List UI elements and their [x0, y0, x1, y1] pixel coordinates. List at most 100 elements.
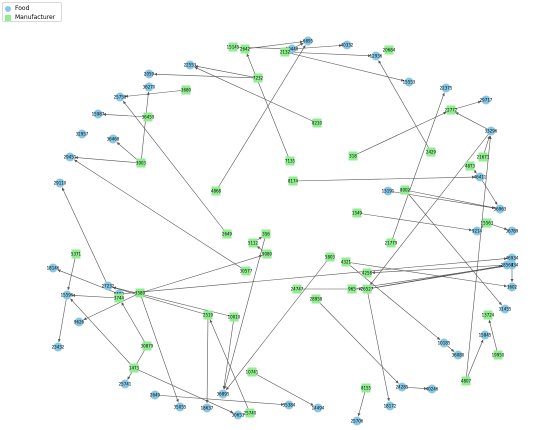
node-m21779[interactable]: 21779 [385, 238, 398, 248]
node-m15145[interactable]: 15145 [227, 42, 240, 52]
node-f2649b[interactable]: 2649 [150, 390, 161, 400]
node-m20684[interactable]: 20684 [383, 45, 396, 55]
node-f40332[interactable]: 40332 [341, 40, 354, 50]
node-m1473[interactable]: 1473 [129, 363, 140, 373]
node-m7232[interactable]: 7232 [253, 73, 264, 83]
node-m9080[interactable]: 9080 [262, 249, 273, 259]
node-f28564[interactable]: 28564 [501, 260, 514, 270]
node-f29717[interactable]: 29717 [480, 95, 493, 105]
node-f25741[interactable]: 25741 [119, 379, 132, 389]
node-m19950[interactable]: 19950 [492, 350, 505, 360]
node-m8174[interactable]: 8174 [288, 176, 299, 186]
node-f3602[interactable]: 3602 [507, 282, 518, 292]
node-f36270[interactable]: 36270 [143, 82, 156, 92]
node-f23432[interactable]: 23432 [52, 342, 65, 352]
node-f36963[interactable]: 36963 [494, 204, 507, 214]
node-m4321[interactable]: 4321 [341, 257, 352, 267]
node-f15845[interactable]: 15845 [479, 330, 492, 340]
node-m318[interactable]: 318 [348, 151, 358, 161]
node-f25706[interactable]: 25706 [351, 416, 364, 426]
node-m10741[interactable]: 10741 [246, 367, 259, 377]
node-m2642[interactable]: 2642 [240, 44, 251, 54]
node-m2429[interactable]: 2429 [426, 147, 437, 157]
node-f27232[interactable]: 27232 [102, 281, 115, 291]
node-m15563[interactable]: 15563 [481, 218, 494, 228]
node-m22772[interactable]: 22772 [445, 105, 458, 115]
node-f10185[interactable]: 10185 [438, 338, 451, 348]
node-m3003[interactable]: 3003 [136, 158, 147, 168]
node-m3744[interactable]: 3744 [114, 293, 125, 303]
node-f15987[interactable]: 15987 [92, 109, 105, 119]
node-f2059[interactable]: 2059 [144, 69, 155, 79]
node-f35055[interactable]: 35055 [174, 402, 187, 412]
node-f13191[interactable]: 13191 [382, 186, 395, 196]
node-m356[interactable]: 356 [261, 229, 271, 239]
node-f29451[interactable]: 29451 [64, 152, 77, 162]
node-label: 32957 [76, 131, 89, 136]
node-m5112[interactable]: 5112 [248, 238, 259, 248]
node-m2649[interactable]: 2649 [222, 229, 233, 239]
node-f6895[interactable]: 6895 [303, 36, 314, 46]
node-f35384[interactable]: 35384 [283, 400, 296, 410]
node-m25740[interactable]: 25740 [244, 408, 257, 418]
node-f22375[interactable]: 22375 [440, 83, 453, 93]
node-f9214[interactable]: 9214 [472, 226, 483, 236]
node-m10010[interactable]: 10010 [228, 312, 241, 322]
node-f31455[interactable]: 31455 [499, 304, 512, 314]
node-label: 36963 [494, 206, 507, 211]
node-m4258[interactable]: 4258 [362, 268, 373, 278]
node-f12936[interactable]: 12936 [370, 51, 383, 61]
node-m1549[interactable]: 1549 [352, 208, 363, 218]
node-label: 31455 [499, 306, 512, 311]
node-f36895[interactable]: 36895 [217, 389, 230, 399]
node-f24285[interactable]: 24285 [396, 382, 409, 392]
node-m26527[interactable]: 26527 [361, 284, 374, 294]
food-node-marker [120, 379, 130, 389]
node-m5803[interactable]: 5803 [325, 252, 336, 262]
node-m965[interactable]: 965 [347, 284, 357, 294]
node-m28958[interactable]: 28958 [310, 294, 323, 304]
node-label: 20334 [506, 262, 519, 267]
node-m30879[interactable]: 30879 [141, 341, 154, 351]
node-f9626[interactable]: 9626 [74, 317, 85, 327]
node-m4873[interactable]: 4873 [465, 161, 476, 171]
node-f18637[interactable]: 18637 [201, 403, 214, 413]
node-m3680[interactable]: 3680 [181, 85, 192, 95]
node-m3589[interactable]: 3589 [135, 288, 146, 298]
node-m2519[interactable]: 2519 [203, 310, 214, 320]
node-f14494[interactable]: 14494 [312, 403, 325, 413]
node-m8002[interactable]: 8002 [400, 185, 411, 195]
node-f15553[interactable]: 15553 [403, 77, 416, 87]
food-node-marker [175, 402, 185, 412]
node-f46411[interactable]: 46411 [474, 172, 487, 182]
node-f36080[interactable]: 36080 [452, 350, 465, 360]
node-label: 9080 [262, 251, 273, 256]
node-m7135[interactable]: 7135 [285, 156, 296, 166]
node-f22553[interactable]: 22553 [184, 60, 197, 70]
node-f18172[interactable]: 18172 [384, 401, 397, 411]
node-m8155[interactable]: 8155 [361, 383, 372, 393]
node-f46934[interactable]: 46934 [506, 253, 519, 263]
node-m36459[interactable]: 36459 [142, 112, 155, 122]
node-m2132[interactable]: 2132 [280, 47, 291, 57]
node-f30653[interactable]: 30653 [232, 410, 245, 420]
node-f32957[interactable]: 32957 [76, 129, 89, 139]
node-f33296[interactable]: 33296 [485, 126, 498, 136]
node-m8210[interactable]: 8210 [312, 118, 323, 128]
node-m13724[interactable]: 13724 [482, 310, 495, 320]
node-f36789[interactable]: 36789 [506, 226, 519, 236]
node-f29110[interactable]: 29110 [54, 178, 67, 188]
edge-m3589-m9080 [139, 254, 263, 294]
node-f36468[interactable]: 36468 [107, 134, 120, 144]
node-f25758[interactable]: 25758 [114, 92, 127, 102]
node-m4807[interactable]: 4807 [461, 376, 472, 386]
node-m5371[interactable]: 5371 [71, 249, 82, 259]
node-m30577[interactable]: 30577 [240, 266, 253, 276]
node-m21671[interactable]: 21671 [477, 152, 490, 162]
node-m24747[interactable]: 24747 [291, 284, 304, 294]
node-f18146[interactable]: 18146 [47, 263, 60, 273]
node-f40246[interactable]: 40246 [426, 384, 439, 394]
node-m4868[interactable]: 4868 [211, 186, 222, 196]
node-f20440[interactable]: 20440 [286, 44, 299, 54]
node-f15596[interactable]: 15596 [61, 290, 74, 300]
